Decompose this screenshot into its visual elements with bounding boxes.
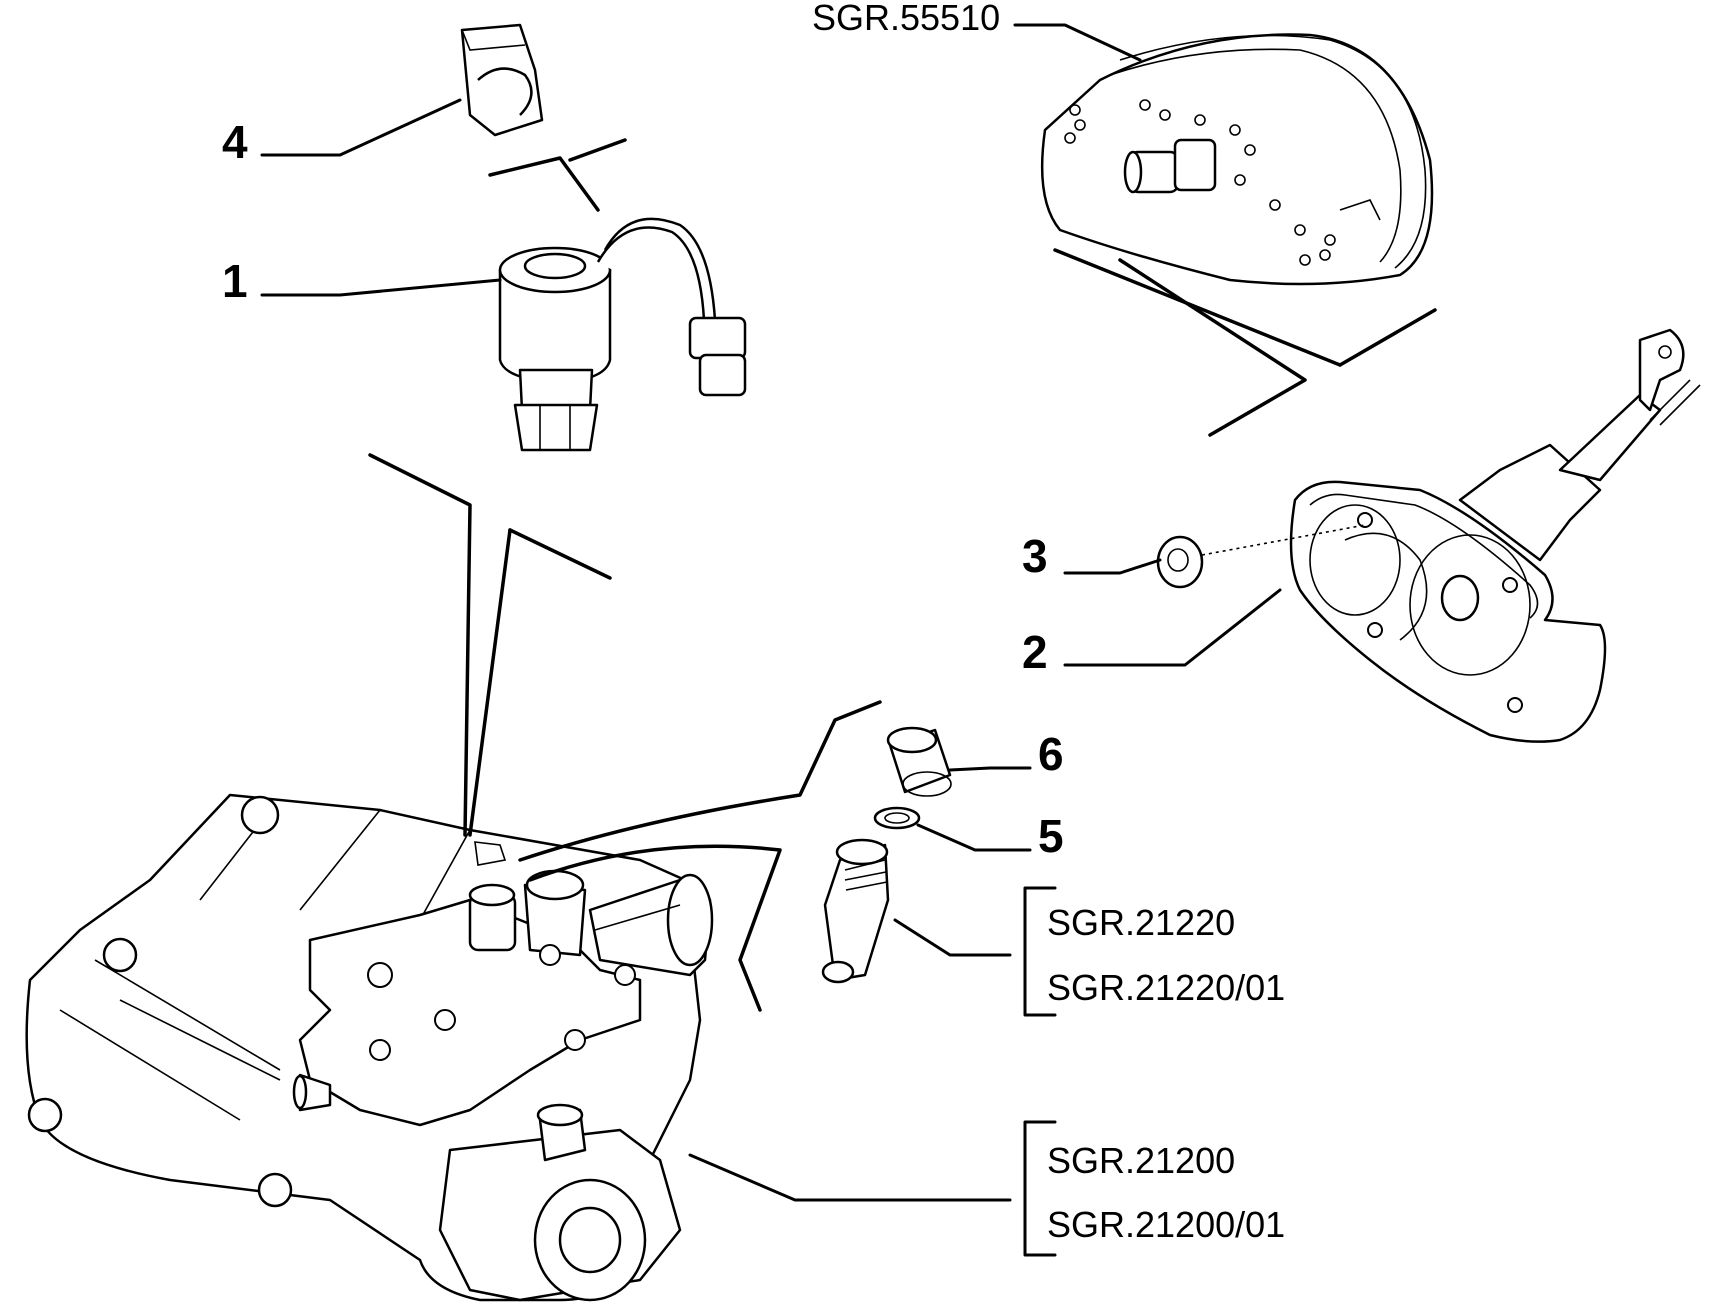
speed-sensor-part [498,217,747,452]
ref-code-pinion-1: SGR.21220 [1047,902,1235,943]
instrument-cluster-part [1040,33,1434,286]
seal-ring-part [873,806,921,830]
cap-nut-part [886,726,952,797]
ref-code-instrument-cluster: SGR.55510 [812,0,1000,38]
ref-code-gearbox-2: SGR.21200/01 [1047,1204,1285,1245]
ref-code-pinion-2: SGR.21220/01 [1047,967,1285,1008]
callout-2: 2 [1022,626,1048,678]
callout-5: 5 [1038,810,1064,862]
callout-3: 3 [1022,530,1048,582]
ref-code-gearbox-1: SGR.21200 [1047,1140,1235,1181]
callout-1: 1 [222,255,248,307]
drive-pinion-part [821,838,890,984]
callout-6: 6 [1038,728,1064,780]
wire-clip-part [460,23,544,137]
callout-4: 4 [222,116,248,168]
gearbox-housing-part [25,793,714,1302]
speedometer-bracket-part [1289,328,1701,743]
